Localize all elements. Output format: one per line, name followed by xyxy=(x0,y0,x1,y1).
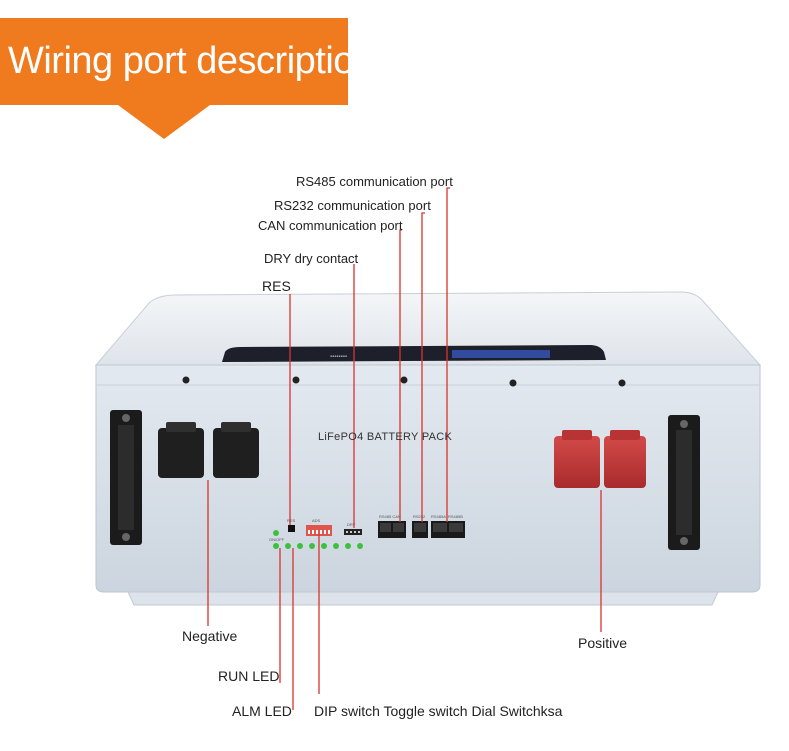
panel-label-onoff: ON/OFF xyxy=(269,537,285,542)
callout-rs485: RS485 communication port xyxy=(296,174,453,189)
display-screen xyxy=(452,350,550,358)
rs485-leader-line xyxy=(446,187,450,522)
panel-label-rs485a: RS485A xyxy=(431,514,446,519)
callout-res: RES xyxy=(262,278,291,294)
panel-label-rs485b: RS485B xyxy=(448,514,463,519)
leader-lines xyxy=(207,187,602,710)
power-led xyxy=(273,530,279,536)
dry-contact-block xyxy=(344,529,362,535)
callout-run-led: RUN LED xyxy=(218,668,280,684)
callout-dip: DIP switch Toggle switch Dial Switchksa xyxy=(314,703,563,719)
battery-base xyxy=(127,591,719,606)
rs485-can-ports xyxy=(378,521,406,538)
screw xyxy=(509,379,517,387)
panel-label-rs232: RS232 xyxy=(413,514,426,519)
can-leader-line xyxy=(399,229,402,522)
negative-terminals xyxy=(158,422,259,478)
positive-terminals xyxy=(554,430,646,488)
callout-dry: DRY dry contact xyxy=(264,251,359,266)
callout-rs232: RS232 communication port xyxy=(274,198,431,213)
rs232-leader-line xyxy=(421,212,425,522)
callout-negative: Negative xyxy=(182,628,238,644)
lid-brand-mark: ▪▪▪▪▪▪▪▪ xyxy=(330,354,347,360)
rs485a-rs485b-ports xyxy=(431,521,465,538)
handle-screw xyxy=(122,533,130,541)
right-handle-grip xyxy=(676,430,692,535)
handle-screw xyxy=(122,414,130,422)
res-button xyxy=(288,525,295,532)
callout-can: CAN communication port xyxy=(258,218,403,233)
callout-alm-led: ALM LED xyxy=(232,703,292,719)
panel-label-adr: ADS xyxy=(312,518,321,523)
rs232-port xyxy=(412,521,428,538)
handle-screw xyxy=(680,537,688,545)
title-banner: Wiring port description xyxy=(0,0,789,150)
product-label: LiFePO4 BATTERY PACK xyxy=(318,431,453,443)
status-led-row xyxy=(273,543,363,549)
screw xyxy=(618,379,626,387)
battery-front-panel xyxy=(95,364,761,593)
panel-label-rs485-can: RS485 CAN xyxy=(379,514,401,519)
dip-switch xyxy=(306,525,332,536)
callout-positive: Positive xyxy=(578,635,628,651)
screw xyxy=(182,376,190,384)
page-title: Wiring port description xyxy=(8,40,375,82)
banner-shape xyxy=(0,18,348,139)
panel-label-dry: DRY xyxy=(347,522,356,527)
screw xyxy=(292,376,300,384)
left-handle-grip xyxy=(118,425,134,530)
dry-contact-pins xyxy=(346,531,360,533)
screw xyxy=(400,376,408,384)
dip-switch-levers xyxy=(308,530,330,534)
panel-label-res: RES xyxy=(287,518,296,523)
handle-screw xyxy=(680,420,688,428)
